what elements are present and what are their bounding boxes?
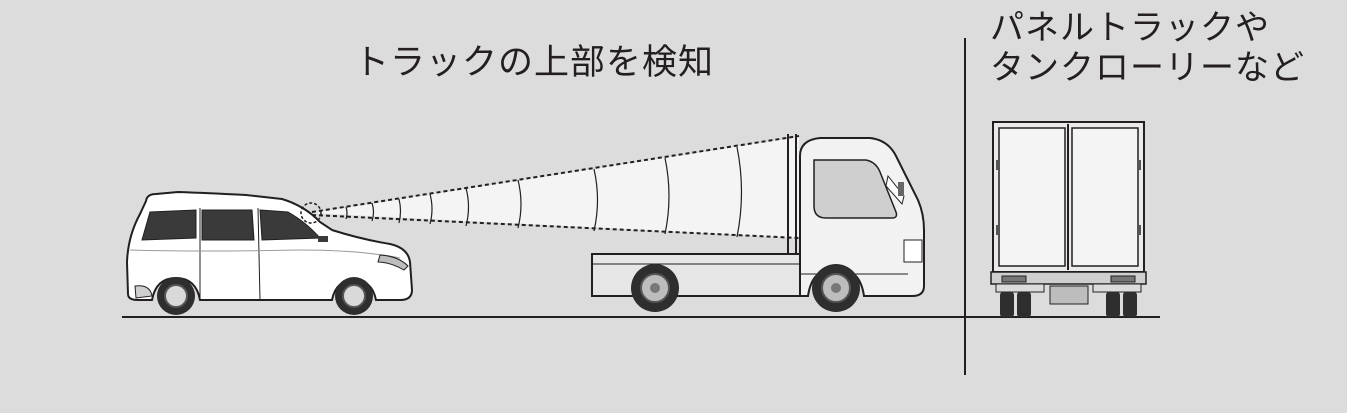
truck-icon <box>591 134 925 312</box>
car-icon <box>125 190 414 315</box>
detection-cone <box>311 135 800 239</box>
panel-truck-rear-icon <box>990 121 1147 317</box>
right-caption: パネルトラックや タンクローリーなど <box>990 8 1305 88</box>
right-caption-line1: パネルトラックや <box>990 8 1270 48</box>
left-caption: トラックの上部を検知 <box>354 43 715 83</box>
sensor-icon <box>300 202 322 224</box>
right-caption-line2: タンクローリーなど <box>990 48 1305 88</box>
